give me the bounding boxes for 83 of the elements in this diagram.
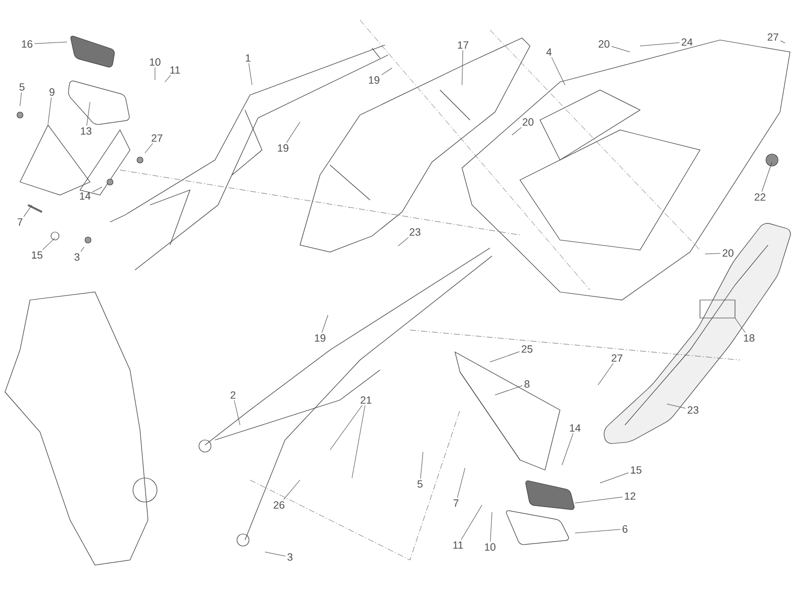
callout-number: 19 <box>368 76 380 84</box>
leader-line <box>24 204 32 217</box>
callout-number: 11 <box>170 66 180 74</box>
callout-number: 1 <box>246 54 250 62</box>
leader-line <box>457 468 466 498</box>
leader-line <box>48 97 52 124</box>
leader-line <box>598 363 614 386</box>
leader-line <box>490 351 520 362</box>
callout-number: 27 <box>768 33 778 41</box>
callout-number: 23 <box>688 406 698 414</box>
callout-number: 20 <box>722 249 734 257</box>
leader-line <box>164 75 171 82</box>
callout-number: 27 <box>152 134 162 142</box>
callout-number: 5 <box>418 480 422 488</box>
leader-line <box>574 496 623 504</box>
leader-line <box>86 102 90 126</box>
leader-line <box>42 238 56 250</box>
callout-number: 3 <box>287 553 292 561</box>
callout-number: 5 <box>20 83 24 91</box>
leader-line <box>704 253 721 254</box>
callout-number: 8 <box>524 380 530 388</box>
leader-line <box>762 162 772 192</box>
leader-line <box>551 57 566 86</box>
callout-number: 4 <box>546 48 552 56</box>
callout-number: 9 <box>50 88 54 96</box>
leader-line <box>286 122 300 143</box>
leader-line <box>512 127 522 136</box>
leader-line <box>398 237 409 246</box>
leader-line <box>144 143 153 154</box>
leader-line <box>330 405 362 450</box>
callout-number: 22 <box>754 193 766 201</box>
callout-number: 21 <box>360 396 372 404</box>
callout-number: 19 <box>314 334 326 342</box>
callout-number: 20 <box>522 118 534 126</box>
leader-line <box>92 186 102 192</box>
callout-number: 13 <box>80 127 92 135</box>
leader-line <box>734 318 746 333</box>
leader-line <box>600 472 629 484</box>
callout-number: 24 <box>682 38 693 46</box>
callout-number: 19 <box>278 144 288 152</box>
callout-number: 25 <box>522 345 532 353</box>
callout-number: 7 <box>454 499 458 507</box>
leader-line <box>234 400 240 426</box>
leader-line <box>666 404 686 409</box>
leader-line <box>34 42 68 44</box>
callout-number: 10 <box>150 58 160 66</box>
callout-number: 15 <box>630 466 642 474</box>
callout-number: 7 <box>18 218 22 226</box>
callout-number: 20 <box>598 40 610 48</box>
leader-line <box>562 433 574 466</box>
leader-line <box>80 246 84 252</box>
callout-number: 6 <box>622 525 628 533</box>
leader-line <box>283 480 300 500</box>
callout-number: 27 <box>612 354 622 362</box>
callout-number: 14 <box>80 192 91 200</box>
callout-number: 23 <box>410 228 420 236</box>
leader-line <box>780 40 786 44</box>
leader-line <box>490 512 492 542</box>
callout-number: 15 <box>32 251 42 259</box>
callout-number: 14 <box>570 424 581 432</box>
leader-line <box>462 50 464 86</box>
callout-number: 16 <box>22 40 32 48</box>
callout-number: 11 <box>453 541 463 549</box>
callout-number: 12 <box>624 492 636 500</box>
leader-line <box>420 452 424 479</box>
leader-line <box>381 68 392 76</box>
leader-line <box>640 42 680 46</box>
leader-line <box>574 529 621 534</box>
callout-number: 26 <box>274 501 284 509</box>
leader-line <box>352 405 366 478</box>
leader-line <box>611 46 630 52</box>
callout-number: 3 <box>74 253 80 261</box>
callout-number: 10 <box>484 543 496 551</box>
leader-line <box>264 552 286 556</box>
leader-line <box>322 314 328 333</box>
leader-line <box>248 63 252 86</box>
leader-line <box>460 504 482 540</box>
callout-number: 17 <box>458 41 468 49</box>
callout-number: 2 <box>230 391 236 399</box>
leader-line <box>494 385 523 396</box>
callout-number: 18 <box>744 334 754 342</box>
leader-line <box>20 92 22 106</box>
leader-line <box>154 67 156 80</box>
